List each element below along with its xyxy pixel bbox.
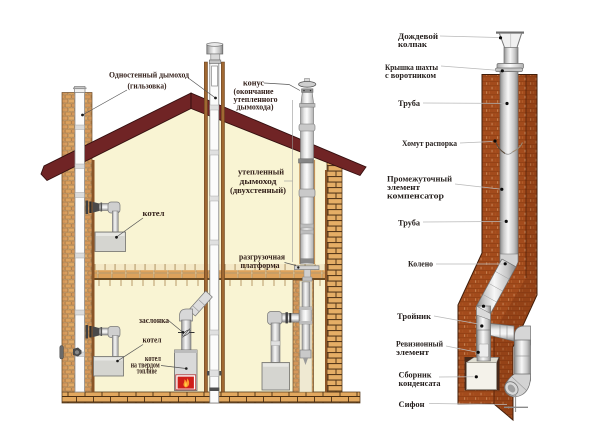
svg-text:Тройник: Тройник (397, 312, 431, 321)
svg-text:с воротником: с воротником (385, 71, 437, 80)
svg-text:утепленный: утепленный (238, 168, 284, 177)
svg-text:Ревизионный: Ревизионный (396, 340, 443, 349)
svg-text:дымохода): дымохода) (237, 103, 274, 112)
svg-text:Хомут распорка: Хомут распорка (402, 139, 457, 148)
svg-text:котел: котел (145, 354, 161, 363)
svg-text:(окончание: (окончание (234, 87, 274, 96)
svg-text:платформа: платформа (241, 261, 280, 270)
svg-text:Сборник: Сборник (399, 371, 432, 380)
svg-text:Колено: Колено (408, 260, 433, 269)
svg-text:котел: котел (143, 336, 162, 345)
svg-text:колпак: колпак (398, 40, 427, 49)
svg-text:утепленного: утепленного (234, 95, 278, 104)
svg-text:Одностенный дымоход: Одностенный дымоход (109, 71, 189, 80)
svg-text:на твердом: на твердом (131, 360, 160, 369)
svg-text:компенсатор: компенсатор (387, 192, 445, 201)
svg-text:конус: конус (243, 78, 264, 87)
svg-text:Дождевой: Дождевой (398, 32, 438, 41)
svg-text:котел: котел (143, 209, 166, 218)
svg-text:Труба: Труба (398, 99, 420, 108)
svg-text:Труба: Труба (398, 219, 420, 228)
svg-text:Крышка шахты: Крышка шахты (385, 63, 439, 72)
svg-text:конденсата: конденсата (399, 379, 441, 388)
svg-text:элемент: элемент (387, 183, 420, 192)
svg-text:дымоход: дымоход (240, 177, 277, 186)
svg-text:заслонка: заслонка (139, 316, 169, 325)
svg-text:элемент: элемент (396, 348, 429, 357)
svg-text:Промежуточный: Промежуточный (387, 175, 452, 184)
svg-text:(гильзовка): (гильзовка) (128, 81, 167, 90)
svg-text:топливе: топливе (137, 366, 157, 375)
svg-text:разгрузочная: разгрузочная (239, 253, 286, 262)
svg-text:(двухстенный): (двухстенный) (230, 186, 286, 195)
svg-text:Сифон: Сифон (399, 400, 425, 409)
